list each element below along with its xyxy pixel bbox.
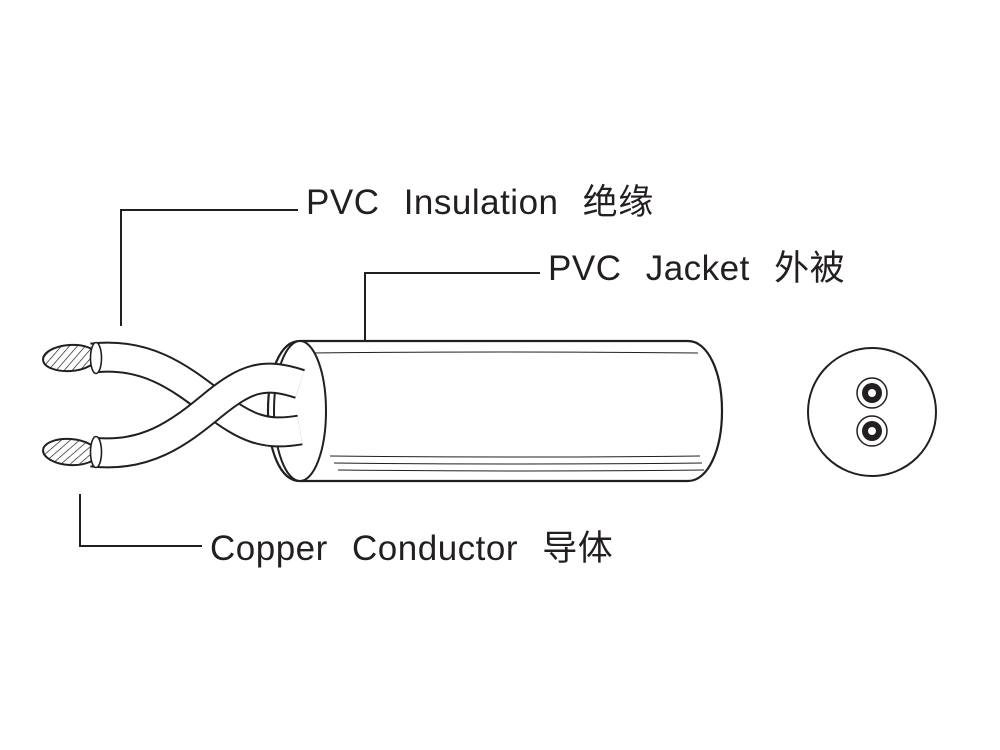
insulation-cut-upper bbox=[89, 341, 103, 375]
copper-conductor-tips bbox=[42, 341, 103, 469]
insulated-wire-lower bbox=[90, 362, 305, 469]
leader-line-jacket bbox=[364, 272, 540, 341]
cable-cross-section bbox=[807, 347, 937, 477]
leader-line-insulation bbox=[120, 209, 298, 326]
label-pvc-insulation: PVC Insulation 绝缘 bbox=[306, 183, 654, 222]
pvc-jacket-body bbox=[266, 339, 724, 483]
copper-tip-lower bbox=[42, 437, 98, 467]
insulation-cut-lower bbox=[89, 435, 103, 469]
twisted-wire-pair bbox=[90, 341, 305, 469]
cross-section-conductor-bottom bbox=[856, 415, 888, 447]
leader-line-conductor bbox=[79, 494, 202, 547]
cross-section-conductor-top bbox=[856, 377, 888, 409]
label-copper-conductor: Copper Conductor 导体 bbox=[210, 529, 614, 568]
label-pvc-jacket: PVC Jacket 外被 bbox=[548, 249, 846, 288]
copper-tip-upper bbox=[42, 343, 98, 373]
